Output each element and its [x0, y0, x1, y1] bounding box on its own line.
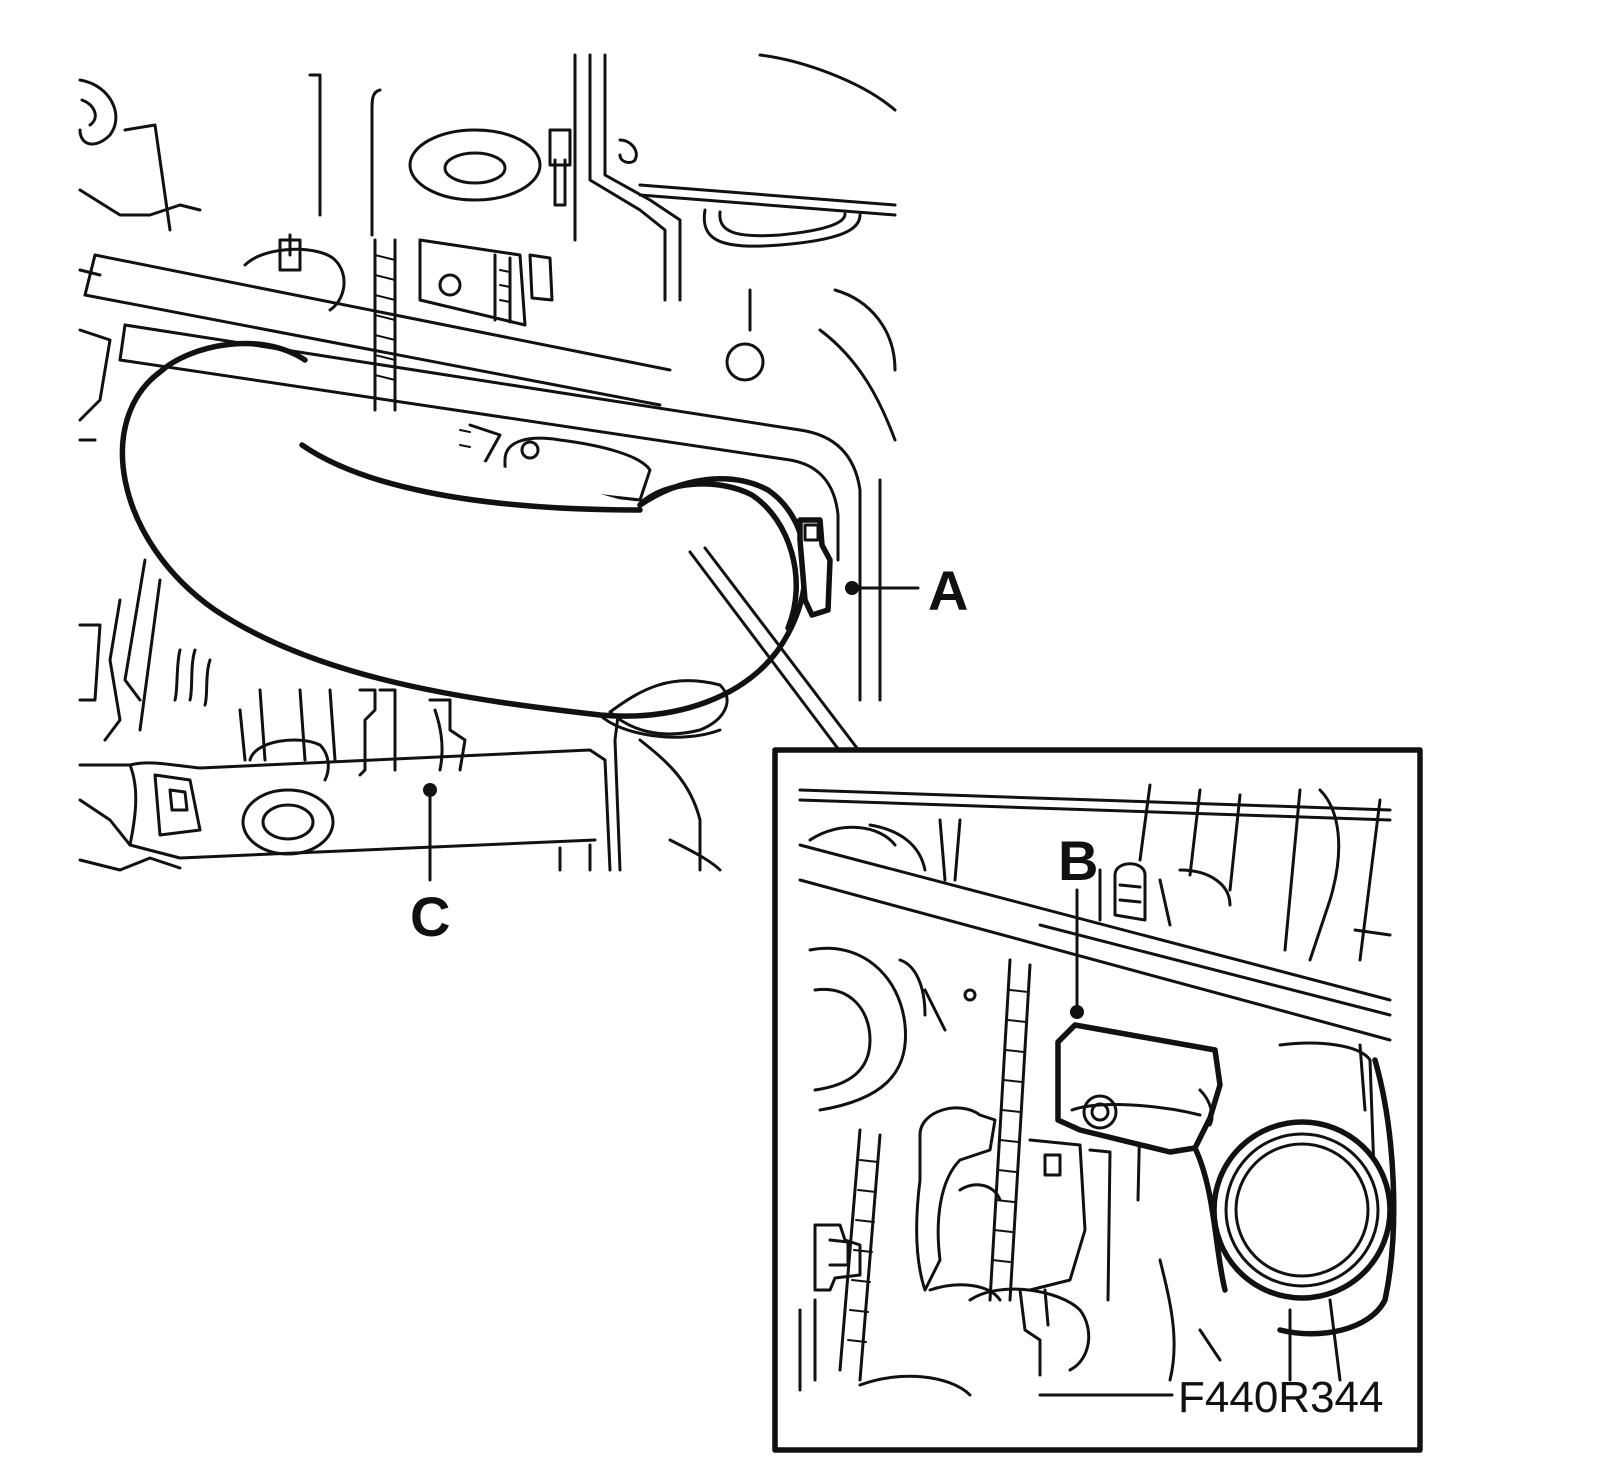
intake-hose	[119, 340, 833, 739]
figure-code: F440R344	[1178, 1373, 1383, 1422]
inset-leader-lines	[688, 546, 862, 760]
inset-linework	[798, 783, 1392, 1397]
callout-a: A	[845, 559, 968, 622]
pipe-opening	[1211, 1057, 1397, 1337]
callout-c: C	[410, 783, 450, 948]
detail-inset: B F440R344	[772, 747, 1423, 1453]
engine-background-linework	[78, 53, 897, 872]
callout-b: B	[1058, 829, 1098, 1019]
label-b: B	[1058, 829, 1098, 892]
label-c: C	[410, 885, 450, 948]
label-a: A	[928, 559, 968, 622]
figure-code-group: F440R344	[1038, 1373, 1383, 1422]
